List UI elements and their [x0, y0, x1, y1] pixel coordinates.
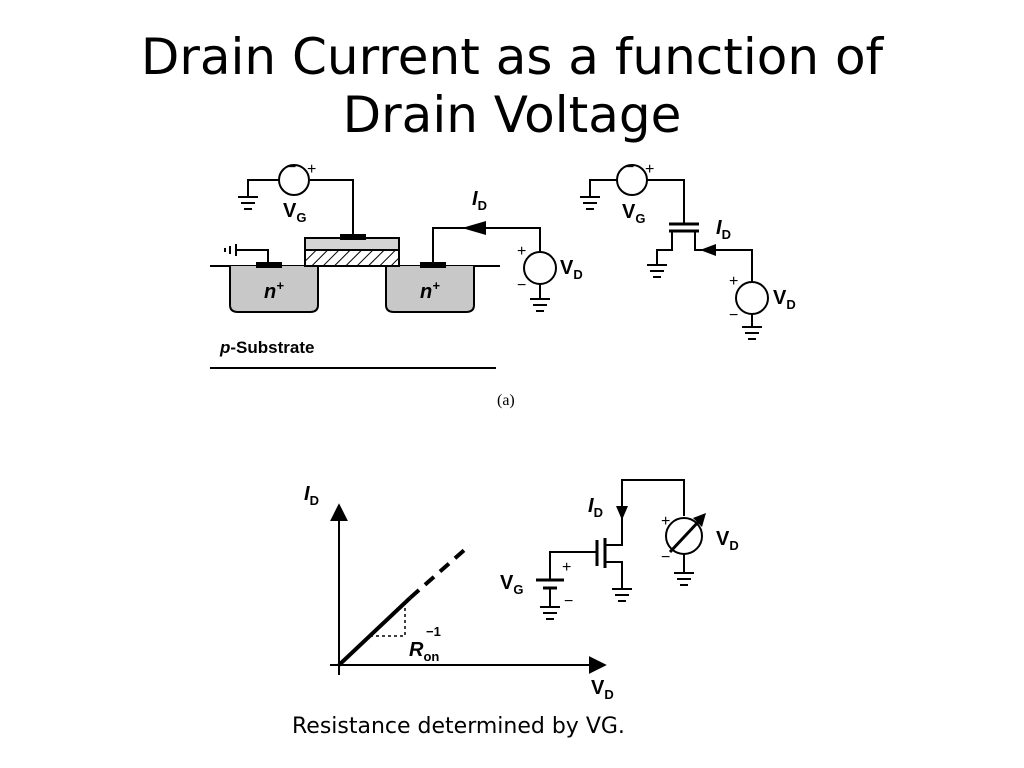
slope-triangle — [370, 604, 406, 637]
mos-symbol-circuit-a — [580, 164, 769, 340]
vg-minus-sign: − — [287, 159, 296, 176]
drain-current-arrow — [462, 221, 486, 235]
vg2-plus-sign: + — [645, 161, 654, 178]
drain-voltage-label-3: VD — [716, 528, 739, 553]
vg3-minus-sign: − — [564, 593, 573, 610]
slide-caption: Resistance determined by VG. — [292, 714, 625, 739]
slide-title: Drain Current as a function of Drain Vol… — [0, 28, 1024, 144]
title-line-1: Drain Current as a function of — [140, 28, 884, 86]
ron-exponent: −1 — [426, 624, 441, 639]
source-well — [229, 266, 319, 313]
x-axis-label: VD — [591, 677, 614, 702]
figure-a-labels: − + VG ID + − VD n+ n+ p-Substrate (a) — [219, 159, 583, 409]
circuit-labels: + − VG ID + − VD — [500, 495, 739, 610]
vd2-minus-sign: − — [729, 307, 738, 324]
drain-n-plus-label: n+ — [420, 278, 440, 303]
title-line-2: Drain Voltage — [342, 86, 682, 144]
linear-region-line — [337, 596, 412, 667]
vg2-minus-sign: − — [625, 159, 634, 176]
extrapolated-line — [408, 543, 472, 600]
gate-voltage-label: VG — [283, 200, 306, 225]
vg-plus-sign: + — [307, 161, 316, 178]
measurement-circuit — [536, 479, 706, 620]
figure-a-label: (a) — [497, 392, 515, 409]
gate-voltage-label-2: VG — [622, 201, 645, 226]
drain-voltage-label-2: VD — [773, 287, 796, 312]
vd3-minus-sign: − — [661, 549, 670, 566]
drain-well — [385, 266, 475, 313]
vg3-plus-sign: + — [562, 559, 571, 576]
mos-cross-section — [210, 164, 557, 369]
drain-current-label: ID — [472, 188, 487, 213]
vd2-plus-sign: + — [729, 273, 738, 290]
graph-labels: ID VD −1 Ron — [304, 483, 614, 702]
drain-current-label-3: ID — [588, 495, 603, 520]
drain-voltage-label: VD — [560, 257, 583, 282]
figure-a-symbol-labels: − + VG ID + − VD — [622, 159, 796, 324]
id-vd-graph — [330, 503, 607, 675]
vd-plus-sign: + — [517, 243, 526, 260]
substrate-label: p-Substrate — [219, 338, 314, 357]
vd3-plus-sign: + — [661, 513, 670, 530]
ron-label: Ron — [409, 639, 439, 664]
drain-current-label-2: ID — [716, 217, 731, 242]
gate-oxide — [304, 249, 400, 267]
vd-minus-sign: − — [517, 277, 526, 294]
y-axis-label: ID — [304, 483, 319, 508]
gate-voltage-label-3: VG — [500, 572, 523, 597]
source-n-plus-label: n+ — [264, 278, 284, 303]
